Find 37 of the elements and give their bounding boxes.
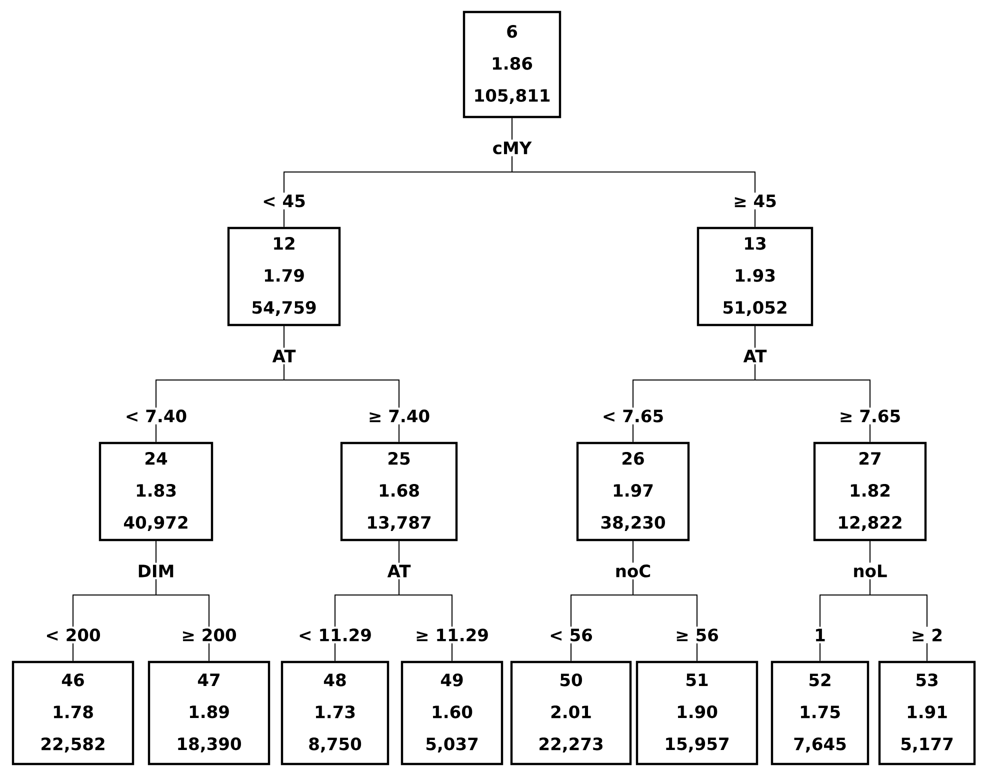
split-condition-label: ≥ 56 — [673, 626, 721, 644]
tree-node-box: 24 1.83 40,972 — [98, 442, 214, 542]
split-condition-label: ≥ 45 — [731, 192, 779, 210]
tree-node-box: 13 1.93 51,052 — [696, 226, 814, 326]
tree-node-box: 52 1.75 7,645 — [770, 660, 870, 766]
split-condition-label: < 45 — [260, 192, 308, 210]
tree-node-box: 26 1.97 38,230 — [576, 442, 690, 542]
split-variable-label: DIM — [135, 562, 177, 580]
split-condition-label: ≥ 7.65 — [836, 408, 904, 424]
tree-node-box: 50 2.01 22,273 — [510, 660, 632, 766]
split-variable-label: noC — [612, 562, 654, 580]
split-condition-label: ≥ 2 — [909, 626, 945, 644]
tree-node-box: 49 1.60 5,037 — [400, 660, 504, 766]
split-variable-label: AT — [385, 562, 413, 580]
split-condition-label: 1 — [812, 626, 828, 644]
split-condition-label: < 200 — [43, 626, 103, 644]
tree-node-box: 47 1.89 18,390 — [148, 660, 270, 766]
split-condition-label: ≥ 200 — [179, 626, 239, 644]
tree-node-box: 12 1.79 54,759 — [227, 226, 341, 326]
split-variable-label: AT — [741, 348, 769, 364]
tree-node-box: 48 1.73 8,750 — [280, 660, 390, 766]
split-condition-label: < 7.40 — [122, 408, 190, 424]
tree-branch-line — [512, 118, 756, 228]
split-variable-label: cMY — [490, 140, 534, 156]
split-condition-label: < 56 — [547, 626, 595, 644]
split-variable-label: noL — [850, 562, 890, 580]
split-condition-label: ≥ 11.29 — [413, 626, 491, 644]
split-variable-label: AT — [270, 348, 298, 364]
tree-node-box: 6 1.86 105,811 — [462, 10, 562, 118]
tree-node-box: 51 1.90 15,957 — [636, 660, 758, 766]
tree-node-box: 25 1.68 13,787 — [340, 442, 458, 542]
split-condition-label: ≥ 7.40 — [366, 408, 432, 424]
split-condition-label: < 7.65 — [600, 408, 666, 424]
split-condition-label: < 11.29 — [296, 626, 374, 644]
tree-node-box: 53 1.91 5,177 — [878, 660, 976, 766]
tree-node-box: 27 1.82 12,822 — [813, 442, 927, 542]
tree-node-box: 46 1.78 22,582 — [12, 660, 134, 766]
